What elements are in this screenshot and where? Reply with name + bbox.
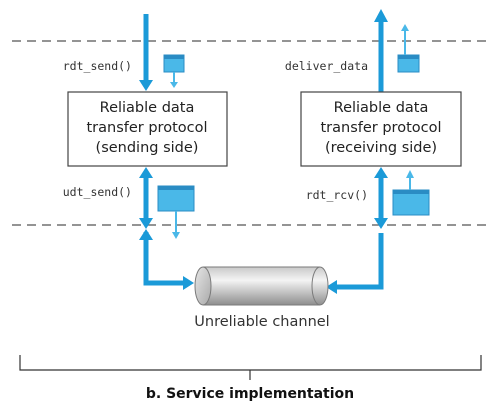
rdt-rcv-bidirectional-arrow: [374, 167, 388, 229]
channel-label: Unreliable channel: [194, 314, 329, 330]
sender-to-channel-path: [139, 229, 194, 290]
sender-side: rdt_send() Reliable data transfer protoc…: [63, 14, 228, 290]
receiver-side: deliver_data Reliable data transfer prot…: [285, 9, 462, 294]
rdt-rcv-label: rdt_rcv(): [306, 188, 368, 202]
sender-box-line-3: (sending side): [96, 140, 199, 156]
sender-box-line-2: transfer protocol: [86, 120, 207, 136]
sender-packet-icon-top: [163, 54, 185, 88]
rdt-send-label: rdt_send(): [63, 59, 132, 73]
receiver-packet-icon-top: [397, 24, 420, 73]
deliver-data-label: deliver_data: [285, 59, 368, 73]
udt-send-bidirectional-arrow: [139, 167, 153, 229]
receiver-packet-icon-bottom: [392, 170, 430, 216]
unreliable-channel-pipe: [194, 266, 329, 306]
channel-to-receiver-path: [326, 233, 384, 294]
sender-packet-icon-bottom: [157, 185, 195, 239]
receiver-box-line-2: transfer protocol: [320, 120, 441, 136]
udt-send-label: udt_send(): [63, 185, 132, 199]
rdt-send-down-arrow: [139, 14, 153, 91]
diagram-caption: b. Service implementation: [146, 386, 354, 402]
receiver-protocol-box: [300, 91, 462, 167]
deliver-data-up-arrow: [374, 9, 388, 92]
receiver-box-line-1: Reliable data: [334, 100, 429, 116]
receiver-box-line-3: (receiving side): [325, 140, 437, 156]
bottom-bracket: [19, 355, 482, 380]
sender-protocol-box: [67, 91, 228, 167]
sender-box-line-1: Reliable data: [100, 100, 195, 116]
